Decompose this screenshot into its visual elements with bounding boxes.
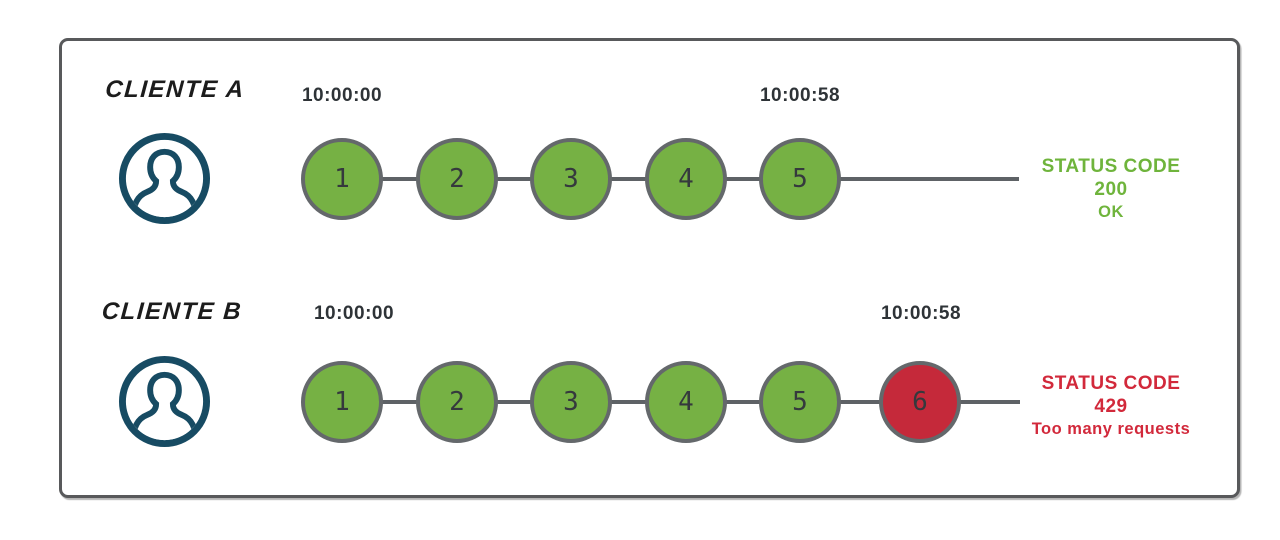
timestamp-end-b: 10:00:58 — [880, 303, 962, 324]
request-number: 3 — [563, 387, 579, 417]
request-number: 3 — [563, 164, 579, 194]
request-number: 1 — [334, 164, 350, 194]
request-circle: 4 — [645, 361, 727, 443]
request-circle: 1 — [301, 361, 383, 443]
user-icon — [117, 131, 212, 226]
request-circle: 2 — [416, 138, 498, 220]
request-circle: 4 — [645, 138, 727, 220]
status-detail-text: OK — [1098, 203, 1124, 221]
request-number: 4 — [678, 387, 694, 417]
request-number: 2 — [449, 164, 465, 194]
request-number: 5 — [792, 387, 808, 417]
request-circle: 5 — [759, 361, 841, 443]
client-a-label: CLIENTE A — [104, 76, 246, 103]
client-b-label: CLIENTE B — [100, 298, 244, 325]
status-detail-text: Too many requests — [1031, 420, 1191, 438]
status-result-a: STATUS CODE 200 OK — [1026, 155, 1196, 224]
status-code-text: STATUS CODE 429 — [1041, 373, 1181, 417]
request-number: 6 — [912, 387, 928, 417]
request-number: 2 — [449, 387, 465, 417]
status-result-b: STATUS CODE 429 Too many requests — [1026, 372, 1196, 441]
status-code-text: STATUS CODE 200 — [1041, 156, 1181, 200]
request-number: 1 — [334, 387, 350, 417]
timestamp-start-b: 10:00:00 — [313, 303, 395, 324]
timestamp-end-a: 10:00:58 — [759, 85, 841, 106]
request-circle: 5 — [759, 138, 841, 220]
request-circle: 2 — [416, 361, 498, 443]
request-number: 4 — [678, 164, 694, 194]
request-circle: 3 — [530, 361, 612, 443]
request-circle-blocked: 6 — [879, 361, 961, 443]
timestamp-start-a: 10:00:00 — [301, 85, 383, 106]
request-circle: 3 — [530, 138, 612, 220]
request-number: 5 — [792, 164, 808, 194]
user-icon — [117, 354, 212, 449]
request-circle: 1 — [301, 138, 383, 220]
